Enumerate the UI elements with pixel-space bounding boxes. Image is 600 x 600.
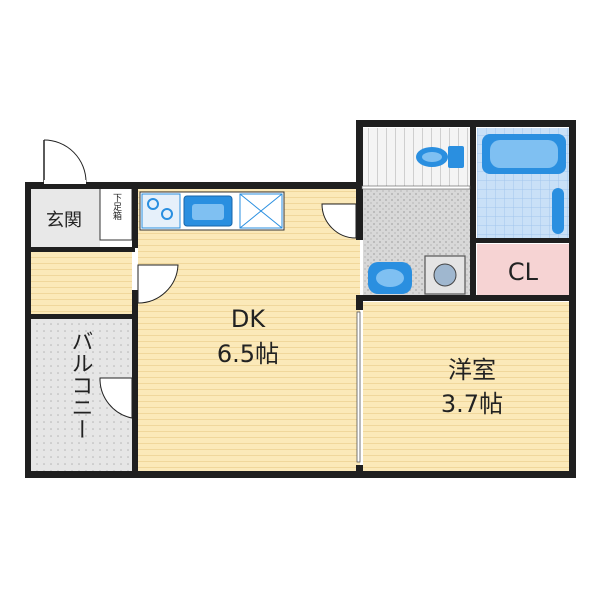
room-label-closet: CL	[508, 258, 539, 286]
entrance-floor	[28, 188, 100, 248]
dk-floor	[138, 188, 360, 473]
stove-icon	[147, 198, 159, 210]
room-size-western: 3.7帖	[441, 390, 503, 418]
door-swing-icon	[99, 203, 357, 419]
washing-machine-icon	[424, 255, 466, 295]
room-label-balcony: バルコニー	[68, 330, 93, 440]
room-size-dk: 6.5帖	[217, 340, 279, 368]
stove-icon	[161, 208, 173, 220]
hall-floor	[28, 252, 132, 316]
western-floor	[363, 302, 573, 473]
room-label-dk: DK	[231, 305, 266, 333]
closet-floor	[477, 244, 573, 298]
room-label-entrance: 玄関	[46, 210, 82, 231]
shoe-box-label: 下足箱	[111, 193, 122, 221]
shoe-box	[99, 187, 133, 241]
bathtub-icon	[482, 134, 566, 234]
sink-icon	[192, 204, 224, 220]
door-swing-icon	[43, 139, 87, 184]
sliding-door	[356, 311, 361, 463]
kitchen-counter	[139, 191, 285, 231]
room-label-western: 洋室	[448, 356, 496, 384]
fridge-space-icon	[239, 193, 283, 229]
toilet-partition	[361, 185, 471, 190]
toilet-icon	[416, 146, 464, 168]
washbasin-icon	[368, 262, 412, 294]
walls	[25, 120, 576, 478]
stove-icon	[141, 193, 181, 229]
